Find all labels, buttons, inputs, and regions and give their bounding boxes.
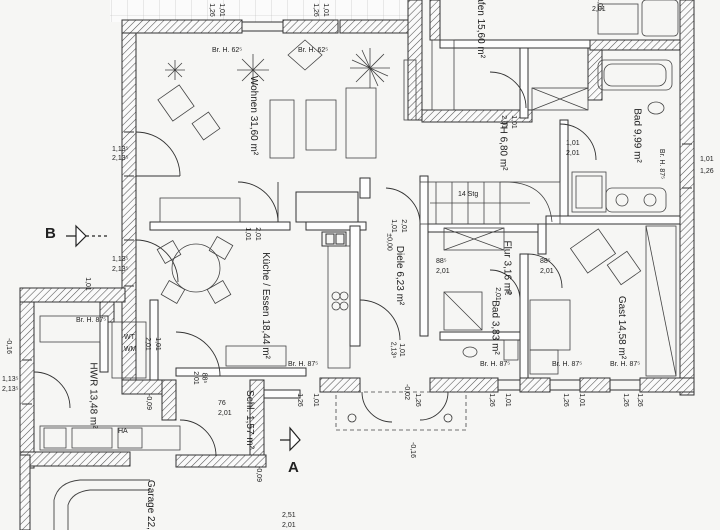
room-label-gast: Gast 14,58 m² <box>616 295 628 360</box>
dim-label: 2,01 <box>566 150 580 157</box>
entrance-outline <box>335 391 467 431</box>
dim-label: 1,26 <box>295 393 303 407</box>
interior-walls <box>99 39 681 399</box>
room-label-garage: Garage 22,15 <box>145 479 157 530</box>
dim-label: 2,13⁵ <box>112 155 129 162</box>
dim-label: 1,01 <box>566 140 580 147</box>
room-label-diele: Diele 6,23 m² <box>394 245 406 306</box>
dim-label: 1,01 <box>503 393 511 407</box>
dim-label: 2,01 <box>493 287 501 301</box>
garage-car <box>53 479 150 530</box>
room-label-schlafen: Schlafen 15,60 m² <box>475 0 487 59</box>
dim-label: 1,26 <box>413 393 421 407</box>
bath-fixtures <box>443 59 673 361</box>
dim-label: 2,51 <box>282 512 296 519</box>
dim-label: 1,13⁵ <box>2 376 19 383</box>
dim-label: 1,01 <box>217 3 225 17</box>
brh-label: Br. H. 62⁵ <box>212 47 243 54</box>
dim-label: 76 <box>504 290 512 297</box>
dim-label: 1,26 <box>561 393 569 407</box>
dim-label: 1,01 <box>700 156 714 163</box>
dim-label: 2,13⁵ <box>2 386 19 393</box>
dim-label: 1,13⁵ <box>112 256 129 263</box>
dim-label: 1,26 <box>621 393 629 407</box>
doors <box>33 71 597 457</box>
brh-label: Br. H. 87⁵ <box>76 317 107 324</box>
section-markers <box>66 224 301 452</box>
dim-label: 2,01 <box>499 115 507 129</box>
fixture-ha: HA <box>118 428 128 435</box>
room-label-kueche: Küche / Essen 18,44 m² <box>259 252 271 359</box>
living-furniture <box>157 39 417 223</box>
dim-label: 2,01 <box>143 337 151 351</box>
elevation-bottom: -0,09 <box>254 466 262 482</box>
brh-label: Br. H. 62⁵ <box>298 47 329 54</box>
section-label-b: B <box>45 225 56 242</box>
room-label-flur: Flur 3,16 m² <box>501 240 513 295</box>
dim-label: 2,13⁵ <box>389 341 397 359</box>
hwr-fixtures <box>39 315 181 451</box>
fixture-wt: WT <box>124 334 135 341</box>
dim-label: 1,01 <box>397 343 405 357</box>
dim-label: 2,01 <box>191 371 199 385</box>
elevation-left1: -0,09 <box>144 394 152 410</box>
brh-label: Br. H. 87⁵ <box>658 148 666 180</box>
dim-label: 1,26 <box>487 393 495 407</box>
entrance-posts <box>347 413 453 423</box>
dim-label: 1,26 <box>311 3 319 17</box>
elevation-diele: ±0,00 <box>385 233 393 251</box>
dim-label: 2,01 <box>540 268 554 275</box>
dim-label: 88⁵ <box>436 258 447 265</box>
brh-label: Br. H. 87⁵ <box>288 361 319 368</box>
dim-label: 1,01 <box>243 227 251 241</box>
room-label-bad-small: Bad 3,83 m² <box>489 300 501 355</box>
dim-label: 1,01 <box>311 393 319 407</box>
dim-label: 1,01 <box>509 115 517 129</box>
staircase <box>419 181 561 225</box>
elevation-outside: -0,16 <box>408 442 416 458</box>
dim-label: 1,01 <box>389 219 397 233</box>
dim-label: 88⁵ <box>200 372 208 384</box>
elevation-entry: -0,02 <box>402 384 410 400</box>
dim-label: 1,01 <box>83 277 91 291</box>
dim-label: 1,01 <box>153 337 161 351</box>
dim-label: 88⁵ <box>540 258 551 265</box>
dim-label: 76 <box>218 400 226 407</box>
section-label-a: A <box>288 459 299 476</box>
terrace-tiles <box>110 0 410 22</box>
dim-label: 2,01 <box>399 219 407 233</box>
elevation-left2: -0,16 <box>4 338 12 354</box>
room-label-bad: Bad 9,99 m² <box>631 108 643 163</box>
th-fixtures <box>431 0 679 111</box>
dim-label: 2,01 <box>253 227 261 241</box>
dim-label: 1,01 <box>321 3 329 17</box>
dim-label: 2,01 <box>592 6 606 13</box>
brh-label: Br. H. 87⁵ <box>480 361 511 368</box>
brh-label: Br. H. 87⁵ <box>552 361 583 368</box>
room-label-schl: Schl. 1,57 m² <box>243 390 255 449</box>
brh-label: Br. H. 87⁵ <box>610 361 641 368</box>
dim-label: 1,01 <box>577 393 585 407</box>
kitchen-furniture <box>156 236 351 369</box>
columns <box>295 191 359 247</box>
room-label-wohnen: Wohnen 31,60 m² <box>248 75 260 156</box>
dim-label: 1,26 <box>207 3 215 17</box>
room-label-hwr: HWR 13,48 m² <box>87 362 99 429</box>
dim-label: 2,01 <box>436 268 450 275</box>
fixture-wm: WM <box>124 346 137 353</box>
exterior-walls <box>19 0 695 530</box>
dim-label: 1,13⁵ <box>112 146 129 153</box>
dim-label: 1,26 <box>635 393 643 407</box>
dim-label: 2,01 <box>218 410 232 417</box>
stairs-label: 14 Stg <box>458 191 479 198</box>
guest-furniture <box>529 225 677 377</box>
dim-label: 2,01 <box>282 522 296 529</box>
dim-label: 1,26 <box>700 168 714 175</box>
dim-label: 2,13⁵ <box>112 266 129 273</box>
windows <box>22 21 692 405</box>
